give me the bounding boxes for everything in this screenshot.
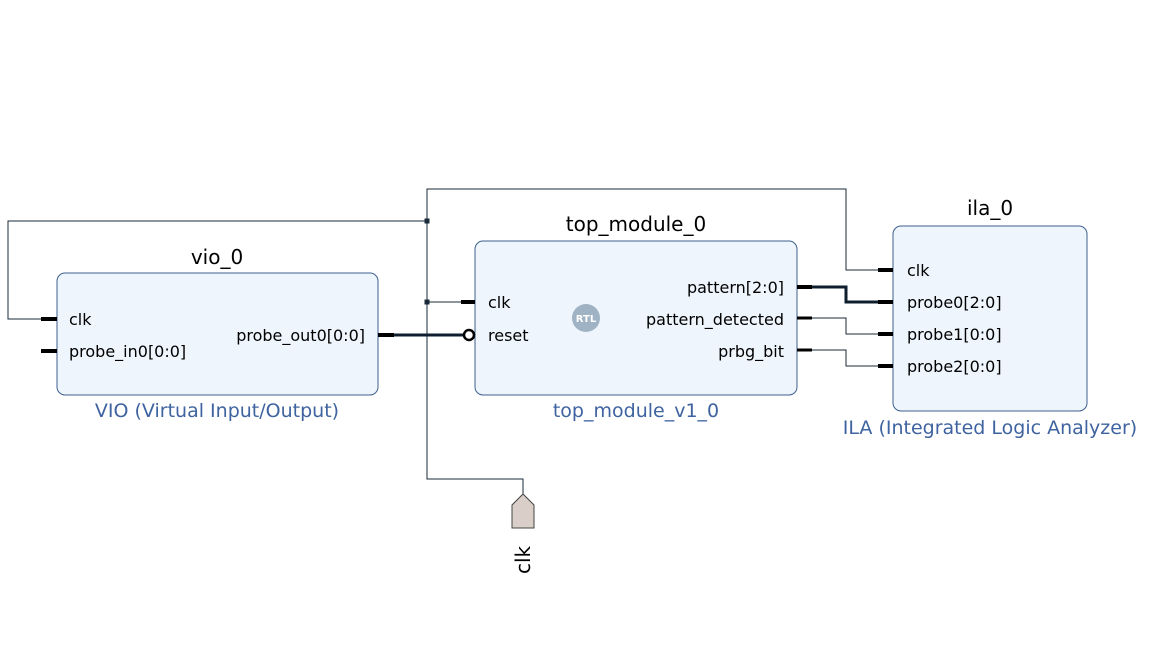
pattern-detected-net[interactable] — [812, 317, 878, 335]
vio-instance-name: vio_0 — [191, 245, 243, 269]
ila-block-body[interactable] — [892, 225, 1088, 412]
top-port-pattern-detected-label: pattern_detected — [646, 310, 784, 330]
top-port-prbg-bit-label: prbg_bit — [718, 342, 784, 362]
ila-port-probe0-label: probe0[2:0] — [907, 293, 1002, 312]
rtl-badge-icon: RTL — [572, 304, 600, 332]
vio-port-clk-label: clk — [69, 310, 92, 329]
top-port-pattern-label: pattern[2:0] — [687, 278, 784, 297]
clk-junction-mid — [424, 299, 430, 305]
vio-block[interactable]: vio_0 clk probe_in0[0:0] probe_out0[0:0]… — [41, 245, 394, 422]
top-port-reset-label: reset — [488, 326, 529, 345]
vio-port-probe-out0-label: probe_out0[0:0] — [236, 326, 365, 346]
external-clk-port-shape[interactable] — [511, 493, 535, 529]
prbg-bit-net[interactable] — [812, 349, 878, 367]
ila-ip-name: ILA (Integrated Logic Analyzer) — [843, 417, 1137, 439]
vio-port-probe-in0-label: probe_in0[0:0] — [69, 342, 186, 362]
ila-port-clk-label: clk — [907, 261, 930, 280]
clk-net-to-vio[interactable] — [7, 220, 427, 320]
external-clk-port[interactable]: clk — [511, 493, 535, 574]
clk-net-external[interactable] — [426, 221, 524, 495]
top-module-instance-name: top_module_0 — [566, 212, 706, 236]
wires — [7, 188, 878, 495]
ila-port-probe1-label: probe1[0:0] — [907, 325, 1002, 344]
ila-block[interactable]: ila_0 clk probe0[2:0] probe1[0:0] probe2… — [843, 196, 1137, 439]
rtl-badge-label: RTL — [576, 314, 597, 325]
top-port-clk-label: clk — [488, 293, 511, 312]
ila-instance-name: ila_0 — [967, 196, 1013, 220]
external-clk-port-label: clk — [511, 545, 535, 574]
top-pin-reset-inverted[interactable] — [462, 328, 476, 342]
clk-junction-top — [424, 218, 430, 224]
vio-ip-name: VIO (Virtual Input/Output) — [95, 400, 339, 422]
clk-net-to-ila[interactable] — [426, 188, 878, 271]
top-module-ip-name: top_module_v1_0 — [553, 400, 719, 422]
ila-port-probe2-label: probe2[0:0] — [907, 357, 1002, 376]
pattern-net[interactable] — [812, 285, 878, 304]
top-module-block[interactable]: top_module_0 clk reset pattern[2:0] patt… — [461, 212, 812, 422]
